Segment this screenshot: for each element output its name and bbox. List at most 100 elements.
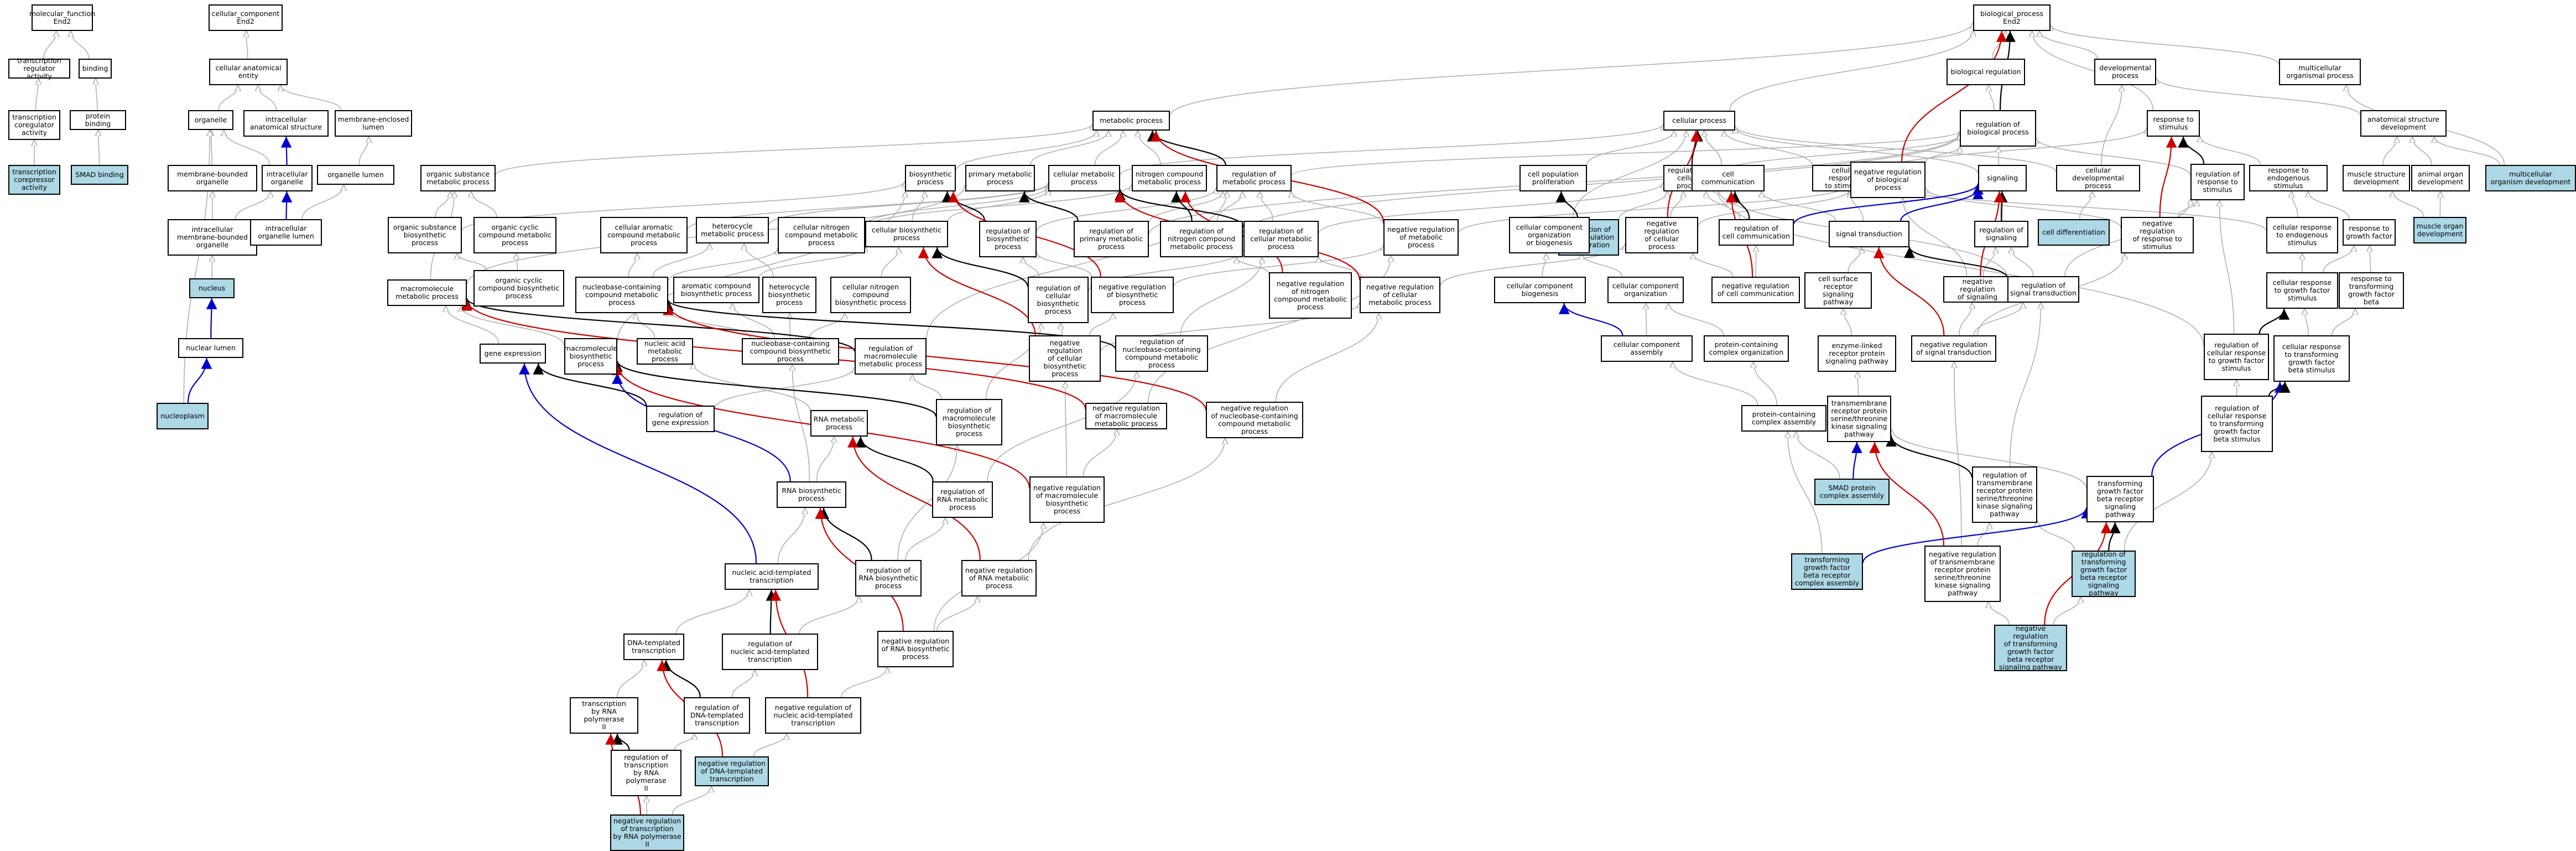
go-term-tcr[interactable]: transcription corepressor activity — [8, 165, 60, 195]
go-term-nrtgfbsp[interactable]: negative regulation of transforming grow… — [1994, 625, 2067, 671]
go-term-pco[interactable]: protein-containing complex organization — [1704, 335, 1789, 362]
go-term-crgf[interactable]: cellular response to growth factor stimu… — [2266, 272, 2338, 309]
go-term-dp[interactable]: developmental process — [2094, 59, 2156, 85]
go-term-rncmp[interactable]: regulation of nitrogen compound metaboli… — [1160, 221, 1243, 257]
go-term-nuc[interactable]: nucleus — [189, 278, 235, 298]
go-term-rbio[interactable]: regulation of biological process — [1960, 110, 2036, 147]
go-term-asd[interactable]: anatomical structure development — [2360, 110, 2447, 137]
go-term-occmp[interactable]: organic cyclic compound metabolic proces… — [473, 217, 556, 253]
go-term-mel[interactable]: membrane-enclosed lumen — [335, 110, 412, 137]
go-term-rrnabp[interactable]: regulation of RNA biosynthetic process — [855, 560, 922, 596]
go-term-rtmrp[interactable]: regulation of transmembrane receptor pro… — [1972, 466, 2037, 523]
go-term-org[interactable]: organelle — [188, 110, 233, 130]
go-term-mp[interactable]: metabolic process — [1092, 111, 1170, 131]
go-term-nrcmp[interactable]: negative regulation of cellular metaboli… — [1360, 277, 1440, 313]
go-term-mbp[interactable]: macromolecule biosynthetic process — [564, 338, 617, 375]
go-term-nrtpol2[interactable]: negative regulation of transcription by … — [610, 814, 684, 851]
go-term-rge[interactable]: regulation of gene expression — [646, 406, 715, 432]
go-term-nl[interactable]: nuclear lumen — [178, 338, 243, 358]
go-term-cacmp[interactable]: cellular aromatic compound metabolic pro… — [600, 217, 688, 253]
go-term-br[interactable]: biological regulation — [1947, 59, 2025, 85]
go-term-tgfbsp[interactable]: transforming growth factor beta receptor… — [2086, 476, 2154, 522]
go-term-tgfbca[interactable]: transforming growth factor beta receptor… — [1791, 553, 1863, 590]
go-term-smadb[interactable]: SMAD binding — [71, 165, 128, 185]
go-term-rst[interactable]: regulation of signal transduction — [2007, 276, 2079, 303]
go-term-rtgfbsp[interactable]: regulation of transforming growth factor… — [2072, 551, 2136, 597]
go-term-hmp[interactable]: heterocycle metabolic process — [696, 217, 769, 243]
go-term-smadc[interactable]: SMAD protein complex assembly — [1814, 479, 1890, 505]
go-term-rrnamp[interactable]: regulation of RNA metabolic process — [932, 481, 993, 518]
go-term-nrnbcmp[interactable]: negative regulation of nucleobase-contai… — [1206, 402, 1303, 438]
go-term-cdp[interactable]: cellular developmental process — [2056, 165, 2140, 191]
go-term-rcrgf[interactable]: regulation of cellular response to growt… — [2204, 334, 2269, 380]
go-term-nrcp[interactable]: negative regulation of cellular process — [1625, 217, 1698, 253]
go-term-rnbcmp[interactable]: regulation of nucleobase-containing comp… — [1115, 335, 1208, 372]
go-term-crtgfb[interactable]: cellular response to transforming growth… — [2273, 335, 2350, 382]
go-term-cdiff[interactable]: cell differentiation — [2038, 219, 2110, 246]
go-term-cmp[interactable]: cellular metabolic process — [1048, 165, 1120, 191]
go-term-pmp[interactable]: primary metabolic process — [965, 165, 1035, 191]
go-term-nrrnabp[interactable]: negative regulation of RNA biosynthetic … — [877, 631, 954, 667]
go-term-ccb[interactable]: cellular component biogenesis — [1494, 277, 1586, 303]
go-term-hbp[interactable]: heterocycle biosynthetic process — [762, 277, 816, 313]
go-term-nrrnamp[interactable]: negative regulation of RNA metabolic pro… — [961, 560, 1037, 596]
go-term-nrncmp[interactable]: negative regulation of nitrogen compound… — [1269, 272, 1352, 319]
go-term-acbp[interactable]: aromatic compound biosynthetic process — [673, 277, 759, 303]
go-term-pb[interactable]: protein binding — [70, 110, 126, 130]
go-term-mbo[interactable]: membrane-bounded organelle — [168, 165, 257, 191]
go-term-cncbp[interactable]: cellular nitrogen compound biosynthetic … — [830, 277, 911, 313]
go-term-bind[interactable]: binding — [79, 59, 112, 79]
go-term-rnamp[interactable]: RNA metabolic process — [810, 410, 868, 437]
go-term-tpol2[interactable]: transcription by RNA polymerase II — [570, 697, 638, 734]
go-term-nrbp[interactable]: negative regulation of biosynthetic proc… — [1091, 277, 1174, 313]
go-term-rtgf[interactable]: response to growth factor — [2343, 219, 2396, 246]
go-term-nrmp[interactable]: negative regulation of metabolic process — [1383, 219, 1459, 256]
go-term-rsig[interactable]: regulation of signaling — [1974, 221, 2028, 247]
go-term-cca[interactable]: cellular component assembly — [1601, 335, 1693, 362]
go-term-ncmp[interactable]: nitrogen compound metabolic process — [1132, 165, 1207, 191]
go-term-crtes[interactable]: cellular response to endogenous stimulus — [2266, 217, 2338, 253]
go-term-nbcbp[interactable]: nucleobase-containing compound biosynthe… — [742, 338, 839, 365]
go-term-csrsp[interactable]: cell surface receptor signaling pathway — [1804, 272, 1872, 309]
go-term-osmp[interactable]: organic substance metabolic process — [420, 165, 496, 191]
go-term-rmmp[interactable]: regulation of macromolecule metabolic pr… — [855, 338, 927, 375]
go-term-iol[interactable]: intracellular organelle lumen — [250, 219, 322, 246]
go-term-io[interactable]: intracellular organelle — [262, 165, 313, 191]
go-term-nbcmp[interactable]: nucleobase-containing compound metabolic… — [575, 277, 668, 313]
go-term-nrnatt[interactable]: negative regulation of nucleic acid-temp… — [765, 697, 861, 734]
go-term-st[interactable]: signal transduction — [1829, 221, 1909, 247]
go-term-aod[interactable]: animal organ development — [2411, 165, 2470, 191]
go-term-bp[interactable]: biosynthetic process — [905, 165, 956, 191]
go-term-cpp[interactable]: cell population proliferation — [1519, 165, 1587, 191]
go-term-mf[interactable]: molecular_function End2 — [32, 4, 93, 31]
go-term-nrmmp[interactable]: negative regulation of macromolecule met… — [1085, 403, 1167, 429]
go-term-nrbio[interactable]: negative regulation of biological proces… — [1850, 162, 1926, 198]
go-term-rrs[interactable]: regulation of response to stimulus — [2190, 164, 2245, 200]
go-term-namp[interactable]: nucleic acid metabolic process — [637, 338, 693, 365]
go-term-ol[interactable]: organelle lumen — [317, 165, 394, 185]
go-term-rts[interactable]: response to stimulus — [2147, 110, 2200, 137]
go-term-tca[interactable]: transcription coregulator activity — [8, 110, 60, 140]
go-term-nrdtt[interactable]: negative regulation of DNA-templated tra… — [695, 756, 769, 786]
go-term-rmbp[interactable]: regulation of macromolecule biosynthetic… — [936, 399, 1002, 445]
go-term-ge[interactable]: gene expression — [480, 344, 546, 364]
go-term-cc[interactable]: cellular_component End2 — [209, 4, 283, 31]
go-term-rbp[interactable]: regulation of biosynthetic process — [979, 221, 1037, 257]
go-term-natt[interactable]: nucleic acid-templated transcription — [725, 563, 819, 590]
go-term-nrmbp[interactable]: negative regulation of macromolecule bio… — [1029, 476, 1105, 523]
go-term-rttgfb[interactable]: response to transforming growth factor b… — [2339, 272, 2404, 309]
go-term-nrsig[interactable]: negative regulation of signaling — [1943, 276, 2012, 303]
go-term-rcrtgfb[interactable]: regulation of cellular response to trans… — [2201, 396, 2273, 452]
go-term-imbo[interactable]: intracellular membrane-bounded organelle — [168, 219, 257, 256]
go-term-tra[interactable]: transcription regulator activity — [8, 59, 70, 79]
go-term-cbp[interactable]: cellular biosynthetic process — [865, 221, 948, 247]
go-term-ccob[interactable]: cellular component organization or bioge… — [1509, 217, 1590, 253]
go-term-rnabp[interactable]: RNA biosynthetic process — [777, 481, 846, 508]
go-term-rcmp[interactable]: regulation of cellular metabolic process — [1243, 221, 1319, 257]
go-term-cae[interactable]: cellular anatomical entity — [209, 59, 288, 85]
go-term-occbp[interactable]: organic cyclic compound biosynthetic pro… — [473, 270, 564, 307]
go-term-bpe[interactable]: biological_process End2 — [1973, 4, 2051, 31]
go-term-rpmp[interactable]: regulation of primary metabolic process — [1074, 221, 1149, 257]
go-term-mod[interactable]: muscle organ development — [2413, 217, 2466, 243]
go-term-rdtt[interactable]: regulation of DNA-templated transcriptio… — [684, 697, 750, 734]
